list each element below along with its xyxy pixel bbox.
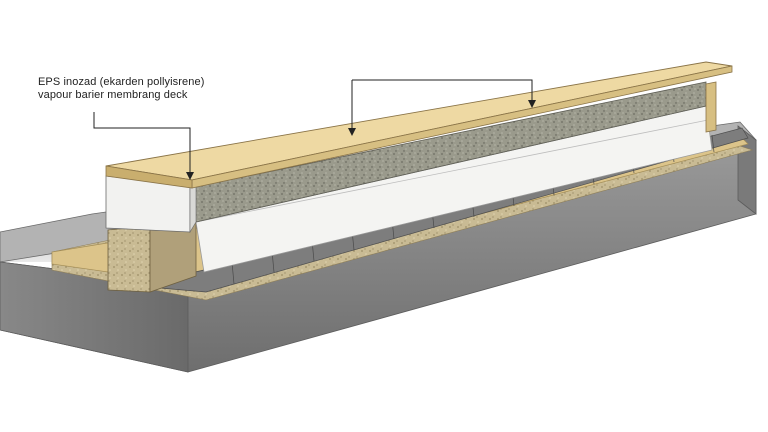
right-end-post bbox=[705, 81, 717, 133]
callout-label-insulation: EPS inozad (ekarden pollyisrene) bbox=[38, 76, 205, 88]
arrowhead-cap bbox=[186, 172, 194, 180]
leader-to-cap bbox=[93, 112, 191, 178]
arrowhead-insulation bbox=[348, 128, 356, 136]
timber-cap-board-end bbox=[105, 165, 193, 189]
callout-label-membrane: vapour barier membrang deck bbox=[38, 89, 188, 101]
support-block-gravel bbox=[107, 225, 151, 293]
arrowhead-fill bbox=[528, 100, 536, 108]
callout-leaders bbox=[93, 79, 533, 178]
leader-to-fill bbox=[352, 79, 533, 104]
eps-board-seam bbox=[195, 119, 709, 223]
callout-arrowheads bbox=[186, 100, 536, 180]
